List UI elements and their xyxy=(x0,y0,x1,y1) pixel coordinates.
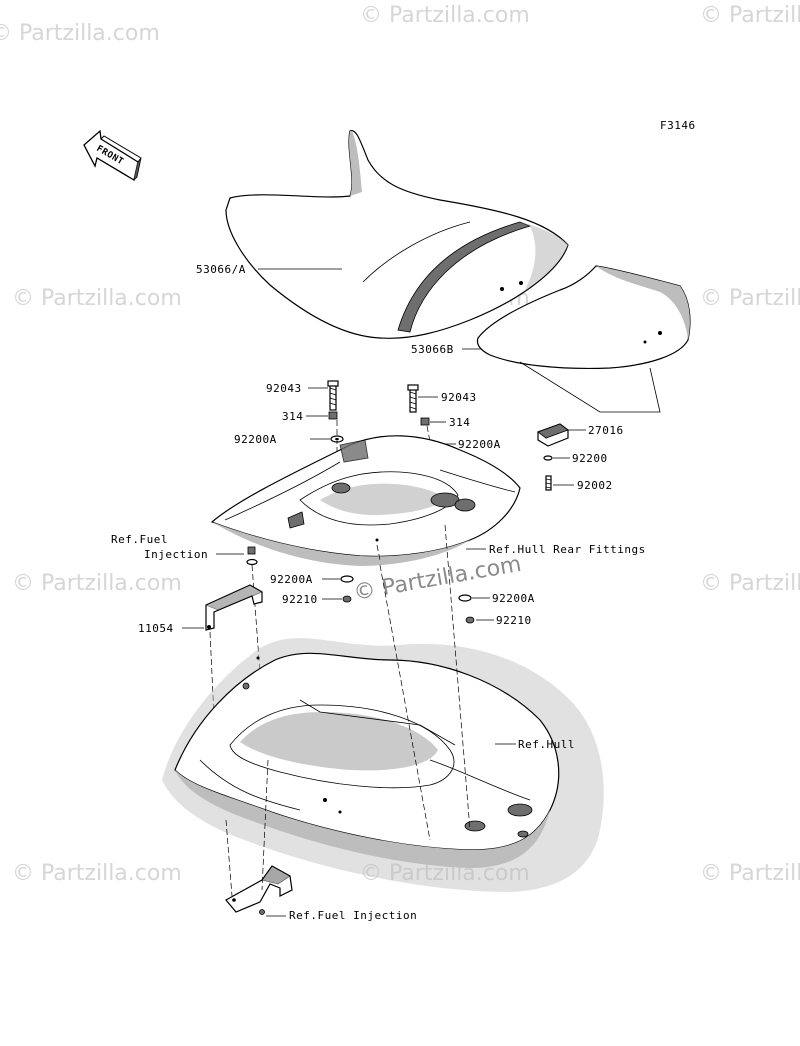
watermark: © Partzilla.com xyxy=(360,3,530,28)
figure-code: F3146 xyxy=(660,119,696,132)
label-92200a-lower-left: 92200A xyxy=(270,573,313,586)
watermark: © Partzilla.com xyxy=(700,3,800,28)
rear-seat xyxy=(476,265,691,370)
label-92200a-lower-right: 92200A xyxy=(492,592,535,605)
watermark: © Partzilla.com xyxy=(700,571,800,596)
label-53066b: 53066B xyxy=(411,343,454,356)
label-ref-hull-rear-fittings: Ref.Hull Rear Fittings xyxy=(489,543,646,556)
label-92043-right: 92043 xyxy=(441,391,477,404)
label-27016: 27016 xyxy=(588,424,624,437)
label-53066a: 53066/A xyxy=(196,263,246,276)
front-seat xyxy=(225,129,569,339)
watermark: © Partzilla.com xyxy=(700,286,800,311)
label-ref-hull: Ref.Hull xyxy=(518,738,575,751)
label-92210-lower-left: 92210 xyxy=(282,593,318,606)
watermark: © Partzilla.com xyxy=(0,21,160,46)
watermark: © Partzilla.com xyxy=(12,571,182,596)
watermark: © Partzilla.com xyxy=(12,861,182,886)
label-ref-fuel-line1: Ref.Fuel xyxy=(111,533,168,546)
label-314-right: 314 xyxy=(449,416,470,429)
watermark: © Partzilla.com xyxy=(700,861,800,886)
label-ref-fuel-injection-bottom: Ref.Fuel Injection xyxy=(289,909,417,922)
hull-rear-fittings xyxy=(210,435,521,566)
label-92043-left: 92043 xyxy=(266,382,302,395)
label-92002: 92002 xyxy=(577,479,613,492)
hull xyxy=(162,524,604,892)
label-92200: 92200 xyxy=(572,452,608,465)
label-11054: 11054 xyxy=(138,622,174,635)
front-arrow-icon: FRONT xyxy=(83,129,142,182)
fuel-injection-bracket xyxy=(225,759,293,915)
label-92200a-right: 92200A xyxy=(458,438,501,451)
lower-fasteners xyxy=(340,544,475,624)
watermark: © Partzilla.com xyxy=(12,286,182,311)
left-fasteners xyxy=(327,380,344,488)
bracket-11054 xyxy=(204,584,263,761)
label-314-left: 314 xyxy=(282,410,303,423)
label-ref-fuel-line2: Injection xyxy=(144,548,208,561)
label-92210-lower-right: 92210 xyxy=(496,614,532,627)
seat-latch xyxy=(537,423,569,491)
label-92200a-left: 92200A xyxy=(234,433,277,446)
